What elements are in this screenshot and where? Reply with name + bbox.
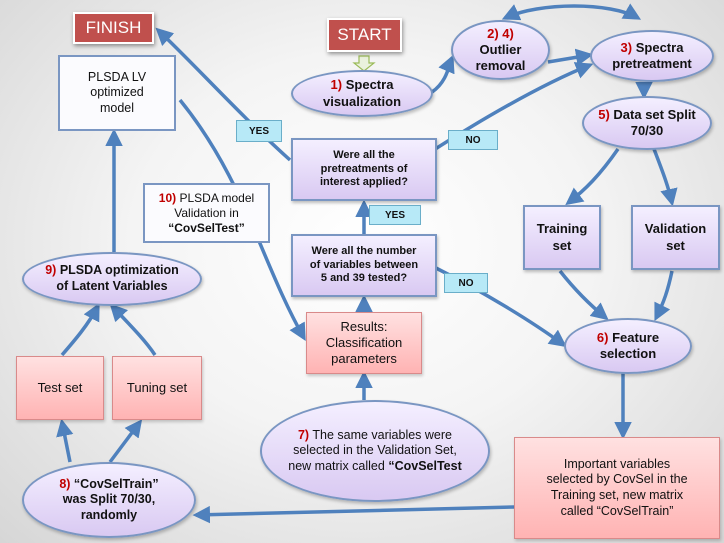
- node-covseltrain-split: 8) “CovSelTrain” was Split 70/30, random…: [22, 462, 196, 538]
- arrow-tuning-to-optimization: [109, 303, 157, 356]
- q-vars-line2: of variables between: [309, 258, 419, 271]
- step-number-2-4: 2) 4): [487, 25, 514, 41]
- validation-model-line2: Validation in: [174, 205, 239, 220]
- arrow-qpretreat-no-to-pretreatment: [417, 62, 594, 162]
- start-label: START: [337, 25, 392, 45]
- lv-model-line2: optimized: [90, 85, 144, 100]
- results-line3: parameters: [331, 351, 397, 367]
- yes-tag-finish-label: YES: [248, 125, 269, 137]
- same-vars-line1: The same variables were: [312, 427, 453, 442]
- yes-tag-variables: YES: [369, 205, 421, 225]
- same-vars-line2: selected in the Validation Set,: [293, 443, 457, 458]
- outlier-line2: removal: [475, 58, 526, 74]
- node-same-variables: 7) The same variables were selected in t…: [260, 400, 490, 502]
- q-vars-line1: Were all the number: [311, 244, 417, 257]
- validation-model-line1: PLSDA model: [179, 190, 255, 205]
- arrow-split-to-training: [565, 148, 620, 206]
- step-number-5: 5): [598, 106, 610, 122]
- q-pretreat-line2: pretreatments of: [320, 162, 408, 175]
- arrow-qpretreat-yes-to-finish: [155, 27, 292, 162]
- validation-model-line3: “CovSelTest”: [168, 220, 245, 235]
- node-tuning-set: Tuning set: [112, 356, 202, 420]
- split-line1: Data set Split: [613, 106, 696, 122]
- step-number-10: 10): [158, 190, 177, 205]
- q-vars-line3: 5 and 39 tested?: [320, 272, 408, 285]
- arrow-covseltrain-to-test: [56, 418, 74, 463]
- covseltrain-line2: was Split 70/30,: [62, 492, 156, 507]
- step-number-6: 6): [596, 329, 609, 345]
- step-number-3: 3): [620, 39, 633, 55]
- yes-tag-finish: YES: [236, 120, 282, 142]
- node-test-set: Test set: [16, 356, 104, 420]
- arrow-outlier-to-pretreatment-top: [501, 3, 642, 21]
- node-training-set: Training set: [523, 205, 601, 270]
- no-tag-pretreatment-label: NO: [465, 134, 481, 146]
- pretreatment-line1: Spectra: [635, 39, 684, 55]
- lv-model-line3: model: [99, 100, 135, 115]
- training-line2: set: [552, 237, 572, 253]
- node-validation-set: Validation set: [631, 205, 720, 270]
- node-spectra-visualization: 1) Spectra visualization: [291, 70, 433, 117]
- no-tag-feature-label: NO: [458, 277, 474, 289]
- node-important-variables: Important variables selected by CovSel i…: [514, 437, 720, 539]
- node-outlier-removal: 2) 4) Outlier removal: [451, 20, 550, 80]
- covseltrain-line1: “CovSelTrain”: [73, 476, 159, 491]
- results-line2: Classification: [325, 334, 403, 350]
- step-number-1: 1): [330, 77, 343, 93]
- arrow-training-to-feature: [558, 269, 609, 321]
- split-line2: 70/30: [630, 123, 664, 138]
- start-badge: START: [327, 18, 402, 52]
- node-plsda-optimization: 9) PLSDA optimization of Latent Variable…: [22, 252, 202, 306]
- optimization-line1: PLSDA optimization: [59, 263, 179, 278]
- important-line1: Important variables: [563, 456, 671, 471]
- same-vars-line3a: new matrix called: [288, 458, 385, 473]
- lv-model-line1: PLSDA LV: [87, 69, 147, 84]
- results-line1: Results:: [340, 318, 388, 334]
- yes-tag-variables-label: YES: [384, 209, 405, 221]
- test-set-label: Test set: [37, 379, 83, 395]
- spectra-vis-line2: visualization: [322, 93, 402, 109]
- training-line1: Training: [536, 221, 588, 237]
- pretreatment-line2: pretreatment: [612, 56, 692, 71]
- spectra-vis-line1: Spectra: [345, 77, 394, 93]
- arrow-visualization-to-outlier: [430, 54, 455, 94]
- arrow-outlier-to-pretreatment: [547, 48, 594, 66]
- finish-label: FINISH: [85, 18, 142, 38]
- feature-line1: Feature: [612, 329, 660, 345]
- arrow-test-to-optimization: [60, 302, 100, 357]
- finish-badge: FINISH: [73, 12, 154, 44]
- question-variables-tested: Were all the number of variables between…: [291, 234, 437, 297]
- q-pretreat-line1: Were all the: [333, 148, 395, 161]
- important-line2: selected by CovSel in the: [546, 472, 688, 487]
- optimization-line2: of Latent Variables: [56, 279, 168, 293]
- same-vars-line3b: “CovSelTest: [388, 458, 462, 473]
- covseltrain-line3: randomly: [80, 507, 138, 522]
- tuning-set-label: Tuning set: [126, 379, 188, 395]
- arrow-validation-to-feature: [654, 270, 674, 322]
- feature-line2: selection: [599, 346, 657, 361]
- important-line4: called “CovSelTrain”: [560, 503, 674, 518]
- q-pretreat-line3: interest applied?: [319, 176, 409, 189]
- node-plsda-validation: 10) PLSDA model Validation in “CovSelTes…: [143, 183, 270, 243]
- outlier-line1: Outlier: [479, 41, 522, 57]
- question-pretreatments-applied: Were all the pretreatments of interest a…: [291, 138, 437, 201]
- node-data-set-split: 5) Data set Split 70/30: [582, 96, 712, 150]
- start-down-arrow: [352, 55, 376, 72]
- validation-line1: Validation: [644, 221, 707, 237]
- node-results: Results: Classification parameters: [306, 312, 422, 374]
- no-tag-feature: NO: [444, 273, 488, 293]
- step-number-8: 8): [59, 476, 71, 491]
- arrow-covseltrain-to-tuning: [108, 419, 143, 464]
- step-number-9: 9): [45, 263, 57, 278]
- important-line3: Training set, new matrix: [550, 488, 684, 502]
- step-number-7: 7): [297, 427, 310, 442]
- node-spectra-pretreatment: 3) Spectra pretreatment: [590, 30, 714, 82]
- node-feature-selection: 6) Feature selection: [564, 318, 692, 374]
- validation-line2: set: [666, 237, 685, 253]
- node-lv-optimized-model: PLSDA LV optimized model: [58, 55, 176, 131]
- no-tag-pretreatment: NO: [448, 130, 498, 150]
- arrow-split-to-validation: [652, 148, 678, 207]
- arrow-important-to-covseltrain: [192, 505, 515, 524]
